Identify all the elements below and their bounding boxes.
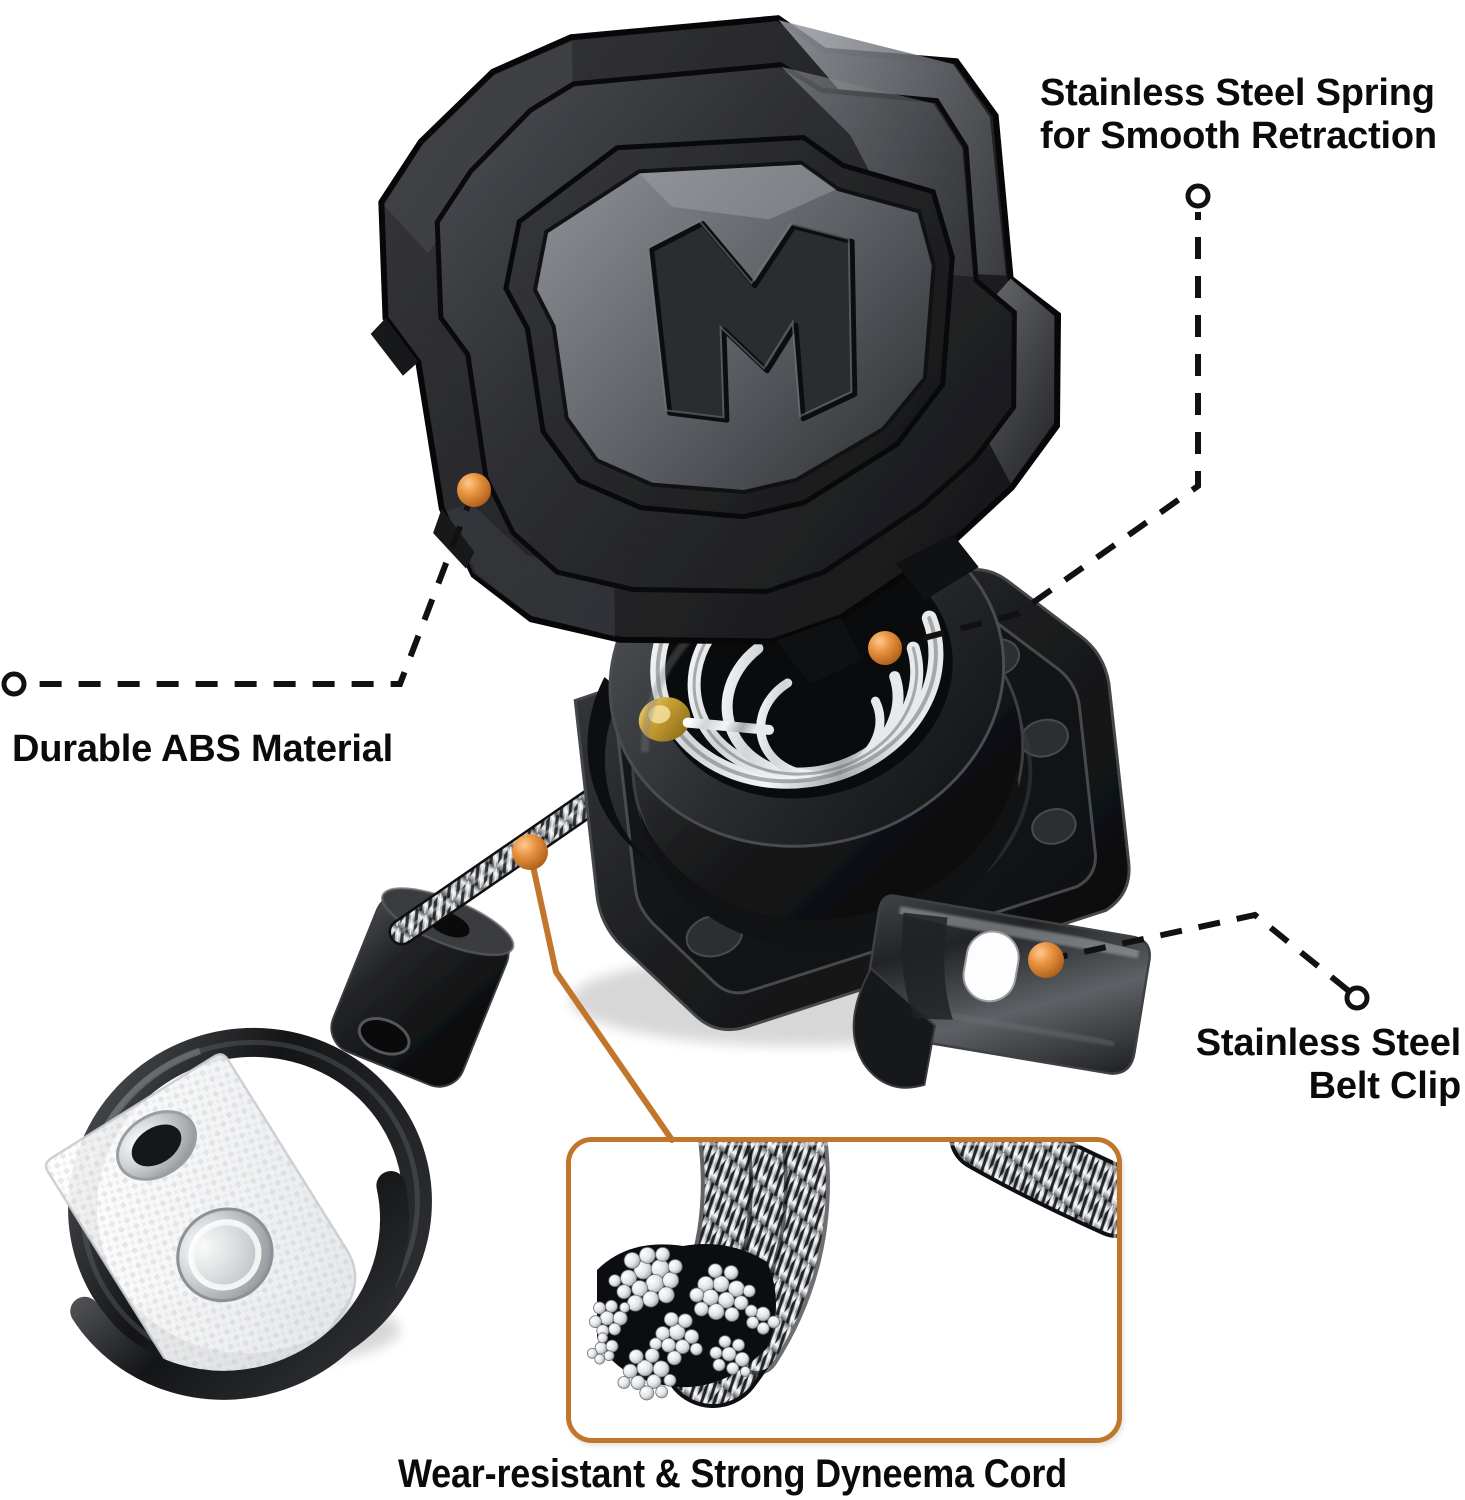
wire-cross-section bbox=[586, 1244, 781, 1401]
callout-label-spring: Stainless Steel Spring for Smooth Retrac… bbox=[1040, 72, 1437, 158]
key-ring-assembly bbox=[44, 1027, 432, 1400]
dyneema-cord-inset bbox=[566, 1137, 1122, 1443]
badge-strap bbox=[44, 1053, 357, 1389]
callout-label-abs: Durable ABS Material bbox=[12, 728, 394, 770]
callout-label-belt-clip: Stainless Steel Belt Clip bbox=[1195, 1022, 1461, 1108]
cord-end-barrel bbox=[330, 887, 515, 1088]
cord-closeup-art bbox=[571, 1142, 1117, 1438]
callout-label-dyneema-cord: Wear-resistant & Strong Dyneema Cord bbox=[397, 1452, 1068, 1496]
